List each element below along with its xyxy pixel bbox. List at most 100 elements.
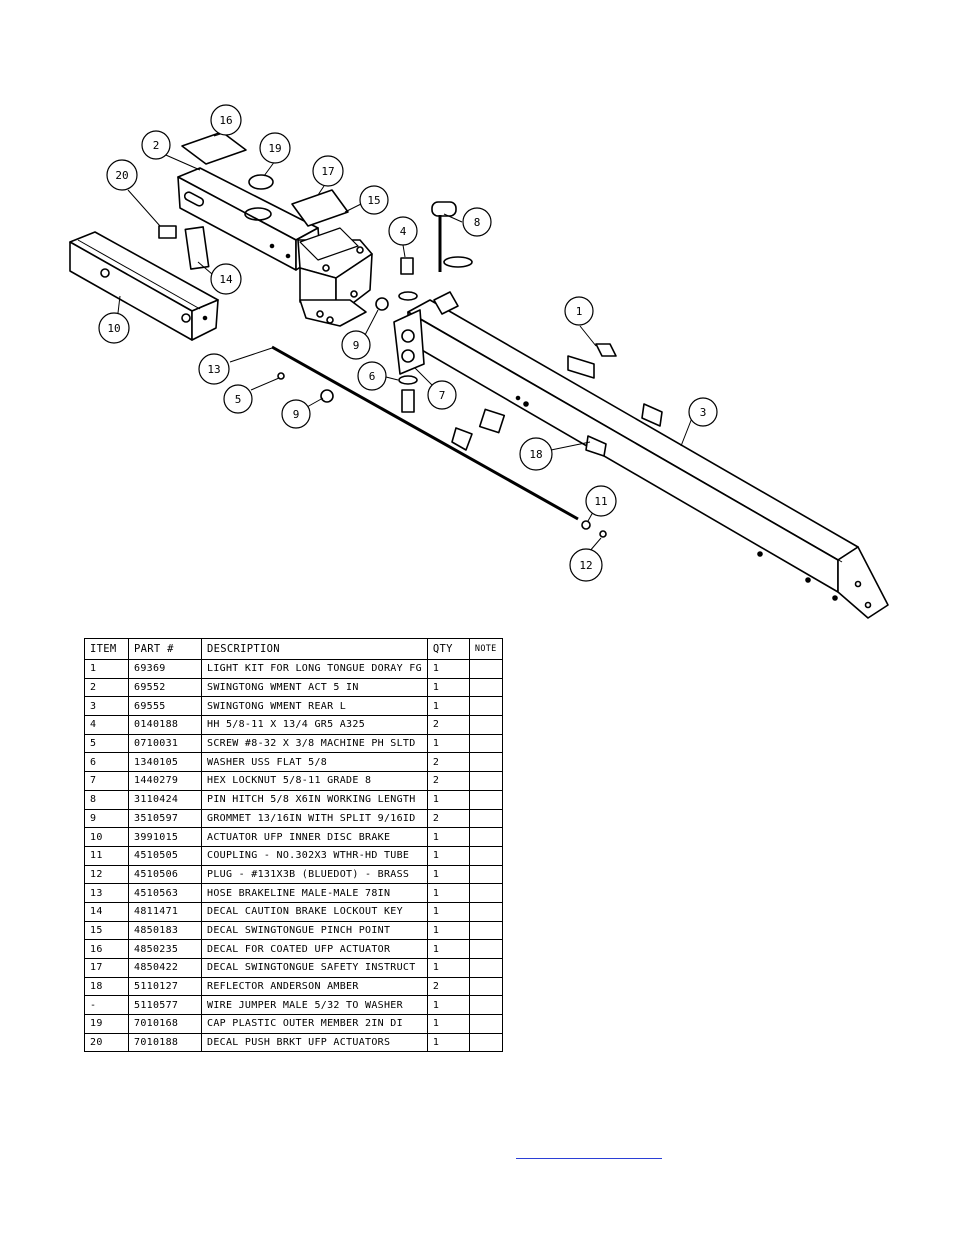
cell-note — [468, 995, 503, 1016]
cell-description: DECAL SWINGTONGUE PINCH POINT — [201, 920, 428, 941]
cell-description: HH 5/8-11 X 13/4 GR5 A325 — [201, 715, 428, 735]
cell-description: WASHER USS FLAT 5/8 — [201, 752, 428, 773]
callout-7: 7 — [427, 380, 457, 410]
cell-description: LIGHT KIT FOR LONG TONGUE DORAY FG — [201, 659, 428, 679]
callout-16: 16 — [210, 104, 242, 136]
cell-description: SWINGTONG WMENT ACT 5 IN — [201, 677, 428, 698]
cell-part-number: 0140188 — [128, 715, 202, 735]
cell-description: PLUG - #131X3B (BLUEDOT) - BRASS — [201, 864, 428, 885]
callout-9b: 9 — [281, 399, 311, 429]
cell-part-number: 7010168 — [128, 1014, 202, 1034]
callout-number: 9 — [353, 339, 360, 352]
callout-18: 18 — [519, 437, 553, 471]
cell-part-number: 0710031 — [128, 733, 202, 754]
callout-12: 12 — [569, 548, 603, 582]
cell-item: 13 — [84, 883, 129, 903]
cell-item: 16 — [84, 939, 129, 959]
callout-number: 2 — [153, 139, 160, 152]
cell-part-number: 4510505 — [128, 845, 202, 866]
cell-item: 15 — [84, 920, 129, 941]
cell-note — [468, 771, 503, 791]
cell-qty: 1 — [426, 995, 470, 1016]
cell-part-number: 1340105 — [128, 752, 202, 773]
cell-qty: 1 — [426, 939, 470, 959]
cell-part-number: 3991015 — [128, 827, 202, 847]
cell-description: DECAL SWINGTONGUE SAFETY INSTRUCT — [201, 958, 428, 978]
table-header-row: ITEM PART # DESCRIPTION QTY NOTE — [84, 638, 503, 660]
callout-number: 11 — [594, 495, 607, 508]
callout-number: 12 — [579, 559, 592, 572]
header-item: ITEM — [84, 638, 129, 660]
cell-description: PIN HITCH 5/8 X6IN WORKING LENGTH — [201, 789, 428, 810]
cell-description: HEX LOCKNUT 5/8-11 GRADE 8 — [201, 771, 428, 791]
cell-note — [468, 920, 503, 941]
header-part-number: PART # — [128, 638, 202, 660]
cell-part-number: 5110577 — [128, 995, 202, 1016]
cell-item: 14 — [84, 901, 129, 922]
rear-tongue-weldment — [393, 291, 889, 619]
cell-part-number: 4510506 — [128, 864, 202, 885]
callout-number: 13 — [207, 363, 220, 376]
cell-part-number: 3110424 — [128, 789, 202, 810]
cell-part-number: 3510597 — [128, 808, 202, 829]
callout-13: 13 — [198, 353, 230, 385]
cell-item: 9 — [84, 808, 129, 829]
cell-description: SWINGTONG WMENT REAR L — [201, 696, 428, 717]
callout-number: 6 — [369, 370, 376, 383]
callout-6: 6 — [357, 361, 387, 391]
cell-part-number: 4850183 — [128, 920, 202, 941]
cell-note — [468, 901, 503, 922]
cell-item: 11 — [84, 845, 129, 866]
cell-qty: 2 — [426, 771, 470, 791]
callout-number: 16 — [219, 114, 232, 127]
cell-part-number: 69369 — [128, 659, 202, 679]
cell-qty: 1 — [426, 958, 470, 978]
callout-9a: 9 — [341, 330, 371, 360]
footer-link-underline[interactable] — [516, 1146, 662, 1159]
cell-item: 3 — [84, 696, 129, 717]
leader-lines — [117, 130, 693, 553]
cell-description: DECAL PUSH BRKT UFP ACTUATORS — [201, 1032, 428, 1053]
cell-description: HOSE BRAKELINE MALE-MALE 78IN — [201, 883, 428, 903]
cell-item: 5 — [84, 733, 129, 754]
callout-14: 14 — [210, 263, 242, 295]
cell-description: GROMMET 13/16IN WITH SPLIT 9/16ID — [201, 808, 428, 829]
cell-item: 6 — [84, 752, 129, 773]
callout-number: 14 — [219, 273, 233, 286]
light-kit-and-reflectors — [451, 343, 663, 457]
cell-note — [468, 659, 503, 679]
cell-item: 7 — [84, 771, 129, 791]
callout-4: 4 — [388, 216, 418, 246]
cell-qty: 1 — [426, 920, 470, 941]
cell-item: 17 — [84, 958, 129, 978]
callout-2: 2 — [141, 130, 171, 160]
callout-11: 11 — [585, 485, 617, 517]
callout-20: 20 — [106, 159, 138, 191]
cell-note — [468, 883, 503, 903]
cell-note — [468, 1032, 503, 1053]
cell-part-number: 4850235 — [128, 939, 202, 959]
cell-qty: 1 — [426, 696, 470, 717]
callout-number: 15 — [367, 194, 380, 207]
diagram-parts — [69, 131, 889, 619]
cell-note — [468, 696, 503, 717]
hardware-group — [277, 201, 607, 538]
cell-item: 2 — [84, 677, 129, 698]
callout-number: 4 — [400, 225, 407, 238]
cell-description: DECAL CAUTION BRAKE LOCKOUT KEY — [201, 901, 428, 922]
callout-17: 17 — [312, 155, 344, 187]
cell-part-number: 5110127 — [128, 976, 202, 997]
callout-1: 1 — [564, 296, 594, 326]
